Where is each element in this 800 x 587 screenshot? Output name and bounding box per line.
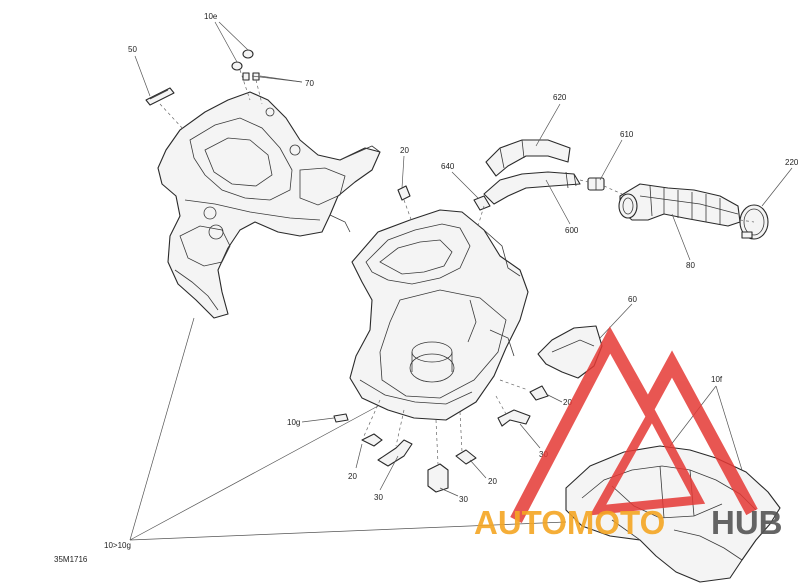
part-10e-grommets bbox=[231, 49, 260, 81]
watermark-text-part1: AUTOMOTO bbox=[474, 504, 665, 541]
airbox-housing bbox=[349, 209, 529, 421]
cover-60 bbox=[537, 325, 603, 379]
tube-620 bbox=[485, 139, 571, 177]
part-640-clip bbox=[473, 195, 491, 211]
upper-frame bbox=[157, 91, 381, 319]
part-610-connector bbox=[587, 177, 605, 191]
clip-10g bbox=[333, 413, 349, 423]
callout-220: 220 bbox=[785, 158, 799, 167]
callout-610: 610 bbox=[620, 130, 634, 139]
tube-600 bbox=[483, 171, 581, 205]
callout-30-mid: 30 bbox=[374, 493, 383, 502]
clip-20-bottom bbox=[455, 449, 477, 465]
callout-10-10g: 10>10g bbox=[104, 541, 131, 550]
assembly-lines bbox=[159, 69, 755, 465]
callout-600: 600 bbox=[565, 226, 579, 235]
leader-lines bbox=[129, 21, 793, 541]
callouts: 10e 50 70 620 610 640 20 220 600 80 60 1… bbox=[54, 12, 799, 564]
callout-60: 60 bbox=[628, 295, 637, 304]
clip-20-left bbox=[361, 433, 383, 447]
callout-20-left: 20 bbox=[348, 472, 357, 481]
callout-10g: 10g bbox=[287, 418, 300, 427]
watermark-text: AUTOMOTO HUB bbox=[474, 504, 783, 541]
callout-80: 80 bbox=[686, 261, 695, 270]
callout-10f: 10f bbox=[711, 375, 723, 384]
callout-10e: 10e bbox=[204, 12, 218, 21]
diagram-code: 35M1716 bbox=[54, 555, 88, 564]
callout-70: 70 bbox=[305, 79, 314, 88]
callout-20-top: 20 bbox=[400, 146, 409, 155]
callout-50: 50 bbox=[128, 45, 137, 54]
intake-duct-80 bbox=[618, 183, 741, 227]
clip-30-bottom bbox=[427, 463, 449, 493]
watermark-text-part2: HUB bbox=[711, 504, 783, 541]
callout-620: 620 bbox=[553, 93, 567, 102]
callout-640: 640 bbox=[441, 162, 455, 171]
clip-20-right bbox=[529, 385, 549, 401]
callout-20-right: 20 bbox=[563, 398, 572, 407]
clip-30-right bbox=[497, 409, 531, 427]
watermark-logo-icon bbox=[510, 326, 758, 524]
callout-20-bottom: 20 bbox=[488, 477, 497, 486]
part-20-clip-top bbox=[397, 185, 411, 201]
clip-30-mid bbox=[377, 439, 413, 467]
callout-30-bottom: 30 bbox=[459, 495, 468, 504]
part-50-plate bbox=[145, 87, 175, 106]
